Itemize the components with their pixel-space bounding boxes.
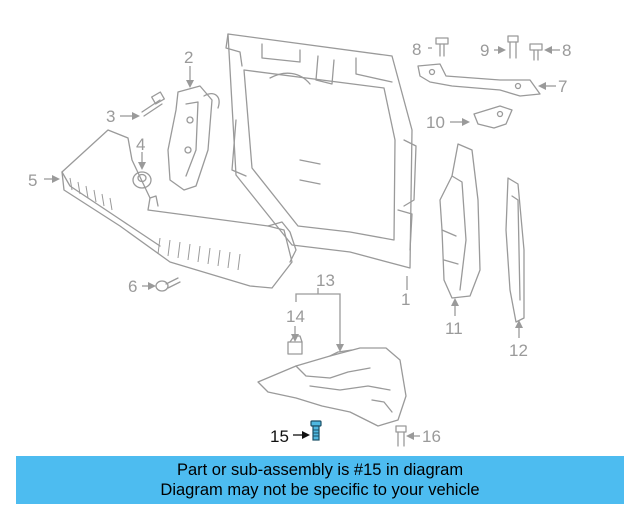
screw-8a bbox=[435, 37, 449, 57]
small-bracket-10 bbox=[473, 105, 513, 129]
bolt-3 bbox=[141, 91, 165, 117]
banner-line-2: Diagram may not be specific to your vehi… bbox=[160, 481, 480, 499]
callout-10: 10 bbox=[426, 113, 445, 132]
callout-16: 16 bbox=[422, 427, 441, 446]
bolt-15-highlighted[interactable] bbox=[310, 420, 322, 441]
callout-4: 4 bbox=[136, 135, 145, 154]
callout-5: 5 bbox=[28, 171, 37, 190]
bolt-16 bbox=[395, 425, 407, 447]
callout-7: 7 bbox=[558, 77, 567, 96]
banner-line-1: Part or sub-assembly is #15 in diagram bbox=[176, 461, 464, 479]
under-shield-13 bbox=[257, 347, 407, 427]
info-banner: Part or sub-assembly is #15 in diagram D… bbox=[16, 456, 624, 504]
side-bracket bbox=[167, 85, 220, 191]
air-guide-11 bbox=[439, 143, 481, 299]
bolt-9 bbox=[507, 35, 519, 59]
leader-lines bbox=[44, 46, 560, 440]
callout-8b: 8 bbox=[562, 41, 571, 60]
callout-9: 9 bbox=[480, 41, 489, 60]
radiator-support-frame bbox=[225, 33, 417, 269]
callout-13: 13 bbox=[316, 271, 335, 290]
callout-14: 14 bbox=[286, 307, 305, 326]
parts-diagram: 1 2 3 4 5 6 7 8 8 9 10 11 12 13 14 15 16 bbox=[28, 33, 571, 447]
screw-8b bbox=[529, 43, 543, 61]
upper-bracket-bar bbox=[417, 63, 541, 97]
lower-crossmember bbox=[61, 129, 297, 289]
callout-11: 11 bbox=[445, 319, 463, 338]
callout-1: 1 bbox=[401, 290, 410, 309]
callout-labels: 1 2 3 4 5 6 7 8 8 9 10 11 12 13 14 15 16 bbox=[28, 40, 571, 446]
callout-2: 2 bbox=[184, 48, 193, 67]
callout-15[interactable]: 15 bbox=[270, 427, 289, 446]
callout-12: 12 bbox=[509, 341, 528, 360]
callout-3: 3 bbox=[106, 107, 115, 126]
screw-6 bbox=[155, 277, 181, 292]
callout-6: 6 bbox=[128, 277, 137, 296]
deflector-12 bbox=[505, 177, 525, 323]
callout-8a: 8 bbox=[412, 40, 421, 59]
